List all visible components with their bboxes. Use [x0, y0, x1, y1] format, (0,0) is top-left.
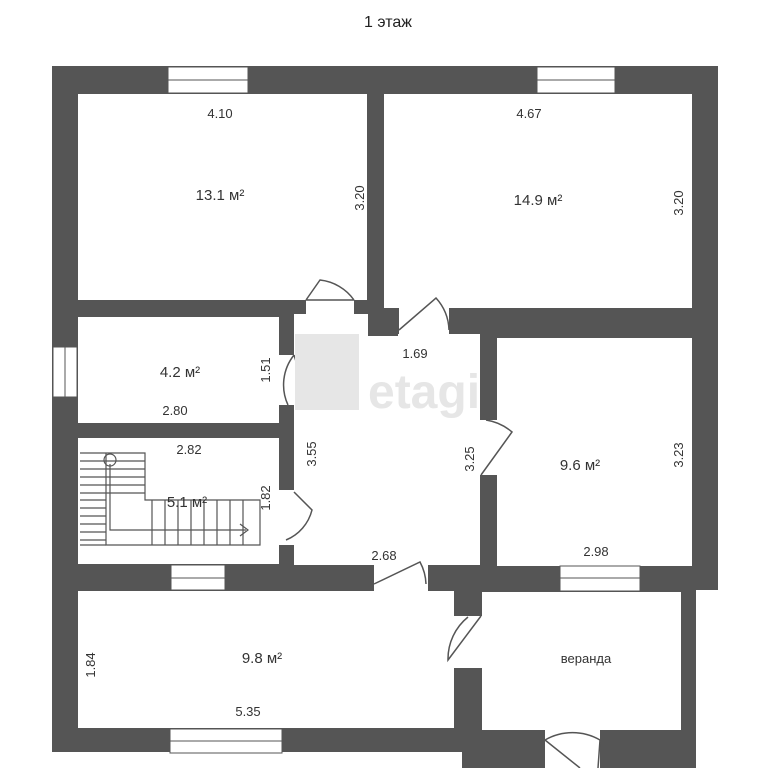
room-1-width: 4.10: [207, 106, 232, 121]
room-3-width: 2.80: [162, 403, 187, 418]
room-4-width: 2.98: [583, 544, 608, 559]
room-5-width: 5.35: [235, 704, 260, 719]
room-2-width: 4.67: [516, 106, 541, 121]
outside-right: [696, 590, 768, 768]
room-4-height: 3.23: [671, 442, 686, 467]
room-5-interior: [78, 591, 454, 728]
room-2-height: 3.20: [671, 190, 686, 215]
room-4-area: 9.6 м²: [560, 457, 600, 474]
door-room-2: [398, 296, 450, 331]
door-hall-bottom: [373, 561, 427, 585]
room-3-area: 4.2 м²: [160, 364, 200, 381]
hall-upper: [294, 314, 368, 336]
room-5-height: 1.84: [83, 652, 98, 677]
door-room-4: [480, 419, 514, 476]
veranda-name: веранда: [561, 651, 612, 666]
hall-width: 1.69: [402, 346, 427, 361]
room-1-area: 13.1 м²: [196, 187, 245, 204]
room-labels: 13.1 м² 4.10 3.20 14.9 м² 4.67 3.20 4.2 …: [83, 106, 686, 719]
room-4-interior: [497, 338, 692, 566]
svg-text:etagi: etagi: [368, 366, 480, 419]
room-3-height: 1.51: [258, 357, 273, 382]
outside-bottom: [52, 752, 462, 768]
door-entrance: [544, 731, 601, 768]
hall-height: 3.55: [304, 441, 319, 466]
room-1-height: 3.20: [352, 185, 367, 210]
room-2-area: 14.9 м²: [514, 192, 563, 209]
door-room-1: [305, 279, 355, 301]
room-2-interior: [384, 94, 692, 308]
room-5-area: 9.8 м²: [242, 650, 282, 667]
stair-room-height: 1.82: [258, 485, 273, 510]
stair-room-area: 5.1 м²: [167, 494, 207, 511]
staircase: [80, 452, 261, 546]
hall-bottom: 2.68: [371, 548, 396, 563]
room-3-interior: [78, 317, 279, 423]
stair-room-width: 2.82: [176, 442, 201, 457]
hall-extra: 3.25: [462, 446, 477, 471]
windows: [52, 66, 641, 754]
room-1-interior: [78, 94, 367, 300]
doors: [279, 279, 601, 768]
veranda-interior: [481, 592, 681, 732]
door-veranda: [447, 615, 482, 663]
watermark-logo: etagi: [295, 334, 480, 419]
floor-title: 1 этаж: [364, 14, 412, 31]
door-stair-room: [285, 491, 313, 541]
